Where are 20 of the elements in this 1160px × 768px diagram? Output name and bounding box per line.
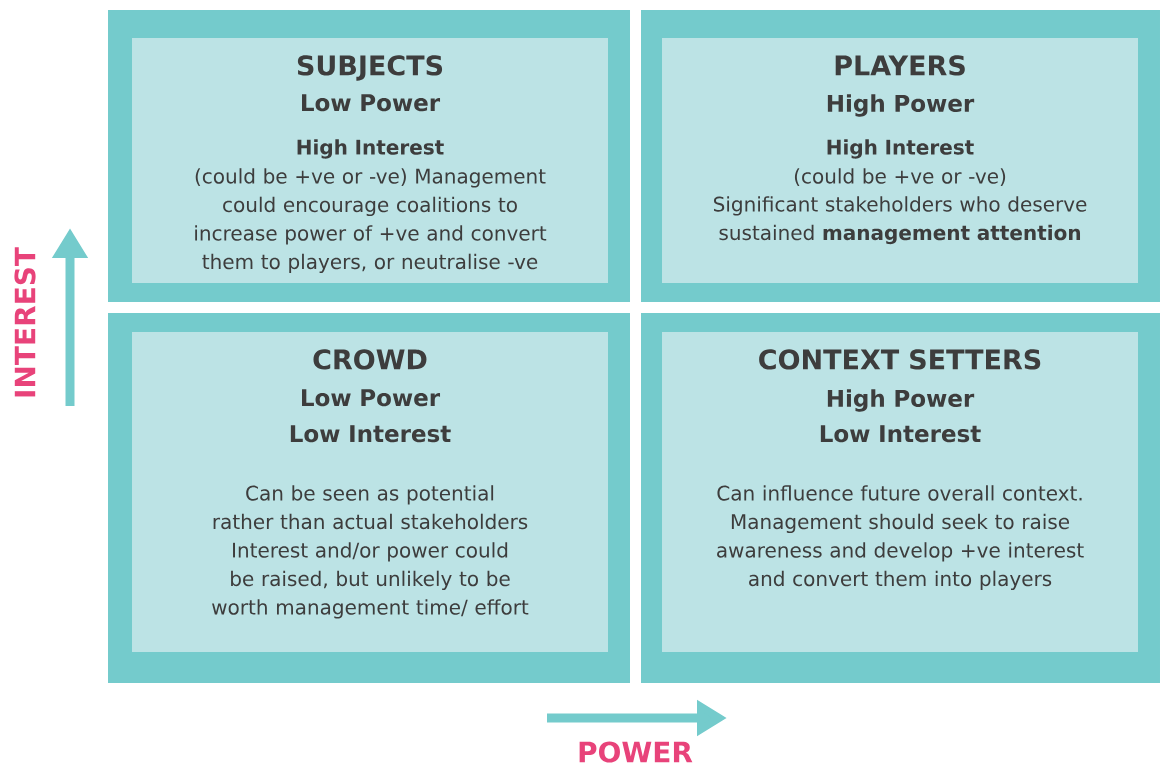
quadrant-title: SUBJECTS: [297, 55, 443, 81]
body-text: Interest and/or power could be raised, but unlikely to be worth management time/ effort: [212, 542, 529, 619]
quadrant-subtitle: High Power: [827, 94, 975, 117]
quadrant-subtitle: Low Interest: [290, 425, 451, 443]
quadrant-subtitle: Low Power: [302, 389, 441, 407]
quadrant-subtitle: High Power: [827, 389, 975, 412]
body-text: (could be +ve or -ve): [794, 168, 1006, 187]
quadrant-subtitle: High Interest: [827, 139, 974, 159]
quadrant-title: PLAYERS: [835, 55, 965, 76]
body-text: Can be seen as potential rather than actual stakeholders: [213, 485, 528, 530]
body-text: (could be +ve or -ve) Management could encourage coalitions to increase power of +ve and convert them to players, or neutralise -ve: [195, 168, 547, 274]
quadrant-subtitle: High Interest: [297, 139, 444, 159]
axis-label: POWER: [579, 741, 693, 763]
axis-label: INTEREST: [14, 247, 36, 397]
quadrant-title: CONTEXT SETTERS: [759, 349, 1041, 370]
quadrant-title: CROWD: [313, 349, 427, 370]
body-text: Significant stakeholders who deserve sustained management attention: [713, 196, 1087, 245]
quadrant-subtitle: Low Interest: [820, 425, 981, 443]
body-text: Can influence future overall context. Management should seek to raise awareness and develop +ve interest and convert them into players: [717, 485, 1084, 591]
quadrant-subtitle: Low Power: [302, 94, 441, 112]
